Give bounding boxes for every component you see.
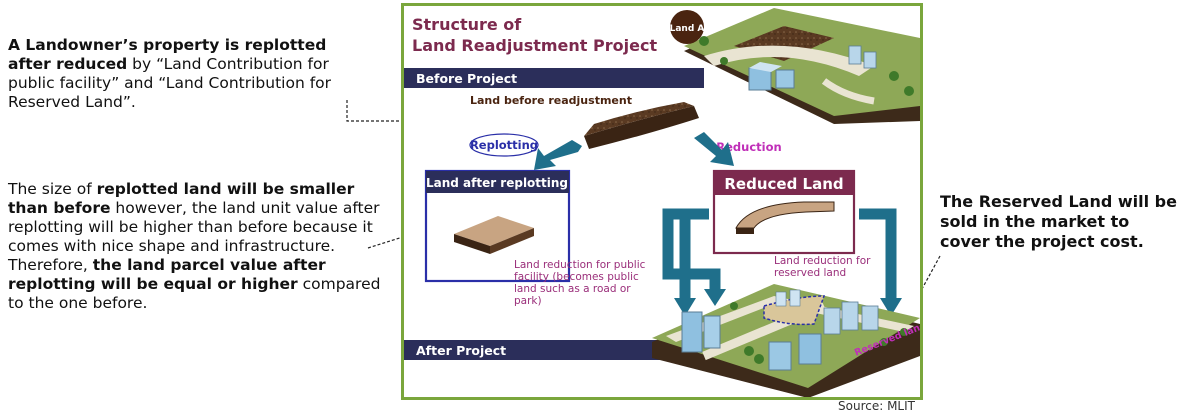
replotting-label: Replotting bbox=[470, 138, 538, 152]
reduction-label: Reduction bbox=[716, 140, 781, 154]
land-after-header bbox=[426, 171, 569, 193]
after-project-banner bbox=[404, 340, 704, 360]
note-replotted-size: The size of replotted land will be small… bbox=[8, 180, 383, 313]
note-size-p2: however, the land unit value after replo… bbox=[8, 199, 380, 255]
note-landowner-replotted: A Landowner’s property is replotted afte… bbox=[8, 36, 368, 112]
note-size-p4: compared to the one before. bbox=[8, 275, 381, 312]
arrow-to-public bbox=[679, 208, 709, 301]
note-size-b1: replotted land will be smaller than befo… bbox=[8, 180, 355, 217]
reduced-land-header bbox=[714, 171, 854, 195]
public-reduction-line1: Land reduction for public bbox=[514, 259, 646, 271]
land-before-parcel bbox=[584, 102, 699, 149]
replotting-badge bbox=[469, 133, 539, 157]
flow-arrows bbox=[662, 208, 902, 316]
note-landowner-bold: A Landowner’s property is replotted afte… bbox=[8, 36, 327, 73]
before-landscape-illustration bbox=[684, 8, 920, 124]
after-landscape-illustration bbox=[652, 284, 920, 397]
note-reserved-land: The Reserved Land will be sold in the ma… bbox=[940, 192, 1177, 251]
before-project-label: Before Project bbox=[416, 71, 517, 86]
diagram-frame: Structure of Land Readjustment Project B… bbox=[401, 3, 923, 400]
before-project-banner bbox=[404, 68, 704, 88]
note-size-p1: The size of bbox=[8, 180, 97, 198]
note-size-b2: the land parcel value after replotting w… bbox=[8, 256, 326, 293]
replotting-arrow bbox=[534, 140, 582, 170]
land-a-label: Land A bbox=[670, 24, 705, 34]
public-reduction-line2: facility (becomes public bbox=[514, 271, 639, 283]
diagram-title-line1: Structure of bbox=[412, 15, 522, 34]
public-reduction-line4: park) bbox=[514, 295, 542, 307]
diagram-title-line2: Land Readjustment Project bbox=[412, 36, 657, 55]
arrow-to-public-outer bbox=[662, 208, 721, 293]
arrow-to-reserved bbox=[859, 208, 897, 301]
public-reduction-line3: land such as a road or bbox=[514, 283, 631, 295]
land-after-parcel bbox=[454, 216, 534, 254]
reserved-reduction-line1: Land reduction for bbox=[774, 255, 871, 267]
reserved-reduction-line2: reserved land bbox=[774, 267, 846, 279]
reduction-arrow bbox=[694, 132, 734, 166]
note-landowner-text: by “Land Contribution for public facilit… bbox=[8, 55, 332, 111]
land-a-badge bbox=[670, 10, 704, 44]
land-before-label: Land before readjustment bbox=[470, 94, 632, 107]
reduced-land-parcel bbox=[735, 201, 835, 234]
reduced-land-label: Reduced Land bbox=[724, 175, 843, 193]
land-readjustment-diagram: Structure of Land Readjustment Project B… bbox=[404, 8, 920, 397]
after-project-label: After Project bbox=[416, 343, 506, 358]
land-after-label: Land after replotting bbox=[426, 176, 568, 190]
note-size-p3: Therefore, bbox=[8, 256, 93, 274]
source-credit: Source: MLIT bbox=[838, 399, 915, 413]
